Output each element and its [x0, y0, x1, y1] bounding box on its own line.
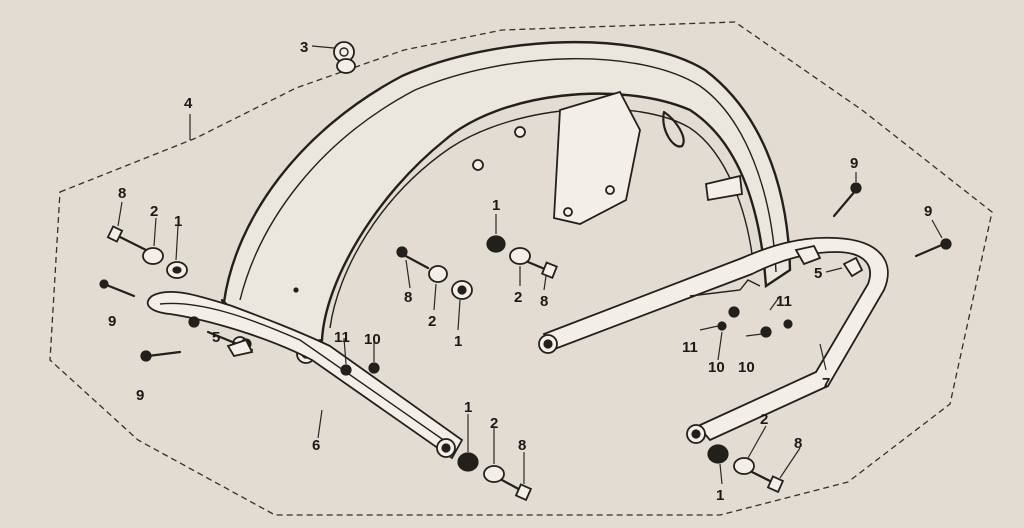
- callout-8: 8: [540, 293, 548, 310]
- callout-11: 11: [334, 329, 350, 346]
- callout-9: 9: [108, 313, 116, 330]
- callout-2: 2: [514, 289, 522, 306]
- callout-10: 10: [364, 331, 381, 348]
- callout-2: 2: [428, 313, 436, 330]
- assembly-boundary: [49, 21, 993, 516]
- reflector-cap: [333, 41, 356, 74]
- callout-1: 1: [174, 213, 182, 230]
- callout-2: 2: [490, 415, 498, 432]
- rear-fender: [220, 41, 792, 364]
- callout-3: 3: [300, 39, 308, 56]
- callout-11: 11: [682, 339, 698, 356]
- callout-1: 1: [492, 197, 500, 214]
- callout-7: 7: [822, 375, 830, 392]
- hardware: [99, 182, 952, 502]
- callout-9: 9: [850, 155, 858, 172]
- callout-1: 1: [716, 487, 724, 504]
- callout-9: 9: [136, 387, 144, 404]
- leader-lines: [117, 45, 943, 485]
- callout-8: 8: [794, 435, 802, 452]
- callout-1: 1: [454, 333, 462, 350]
- callout-labels: 3 4 8 2 1 9 1 2 8 8 2 1 5 9 11 10 6 1 2 …: [108, 39, 932, 504]
- callout-6: 6: [312, 437, 320, 454]
- callout-2: 2: [760, 411, 768, 428]
- callout-9: 9: [924, 203, 932, 220]
- callout-1: 1: [464, 399, 472, 416]
- callout-8: 8: [118, 185, 126, 202]
- callout-10: 10: [708, 359, 725, 376]
- callout-10: 10: [738, 359, 755, 376]
- callout-8: 8: [518, 437, 526, 454]
- right-stay: [538, 236, 889, 444]
- callout-2: 2: [150, 203, 158, 220]
- callout-11: 11: [776, 293, 792, 310]
- callout-4: 4: [184, 95, 193, 112]
- left-stay: [146, 290, 464, 460]
- callout-5: 5: [212, 329, 220, 346]
- callout-5: 5: [814, 265, 822, 282]
- callout-8: 8: [404, 289, 412, 306]
